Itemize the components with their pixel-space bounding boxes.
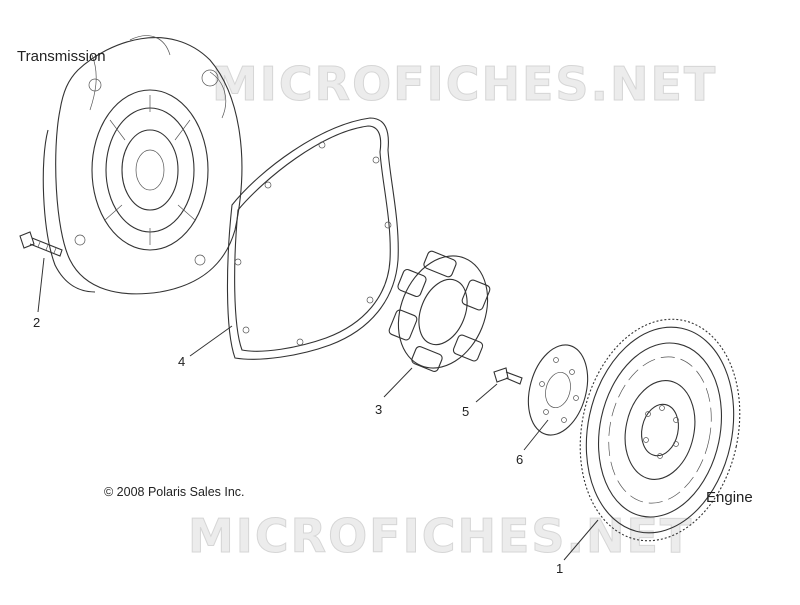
flywheel-1: [579, 318, 741, 542]
gasket-4: [226, 117, 399, 360]
bolt-2: [19, 231, 63, 257]
watermark-bottom: MICROFICHES.NET: [188, 509, 693, 563]
callout-1: 1: [556, 561, 563, 576]
engine-label: Engine: [706, 489, 753, 506]
leader-line-6: [523, 419, 549, 451]
bolt-5: [493, 367, 523, 385]
callout-5: 5: [462, 404, 469, 419]
callout-4: 4: [178, 354, 185, 369]
callout-3: 3: [375, 402, 382, 417]
callout-6: 6: [516, 452, 523, 467]
copyright-text: © 2008 Polaris Sales Inc.: [104, 485, 245, 499]
coupler-3: [388, 250, 491, 372]
leader-line-2: [37, 257, 45, 313]
leader-line-3: [383, 367, 413, 398]
transmission-label: Transmission: [17, 48, 106, 65]
transmission-housing: [42, 35, 243, 295]
leader-line-1: [563, 519, 599, 561]
leader-line-4: [189, 325, 233, 357]
callout-2: 2: [33, 315, 40, 330]
watermark-top: MICROFICHES.NET: [212, 57, 717, 111]
leader-line-5: [475, 383, 498, 403]
plate-6: [527, 344, 589, 436]
